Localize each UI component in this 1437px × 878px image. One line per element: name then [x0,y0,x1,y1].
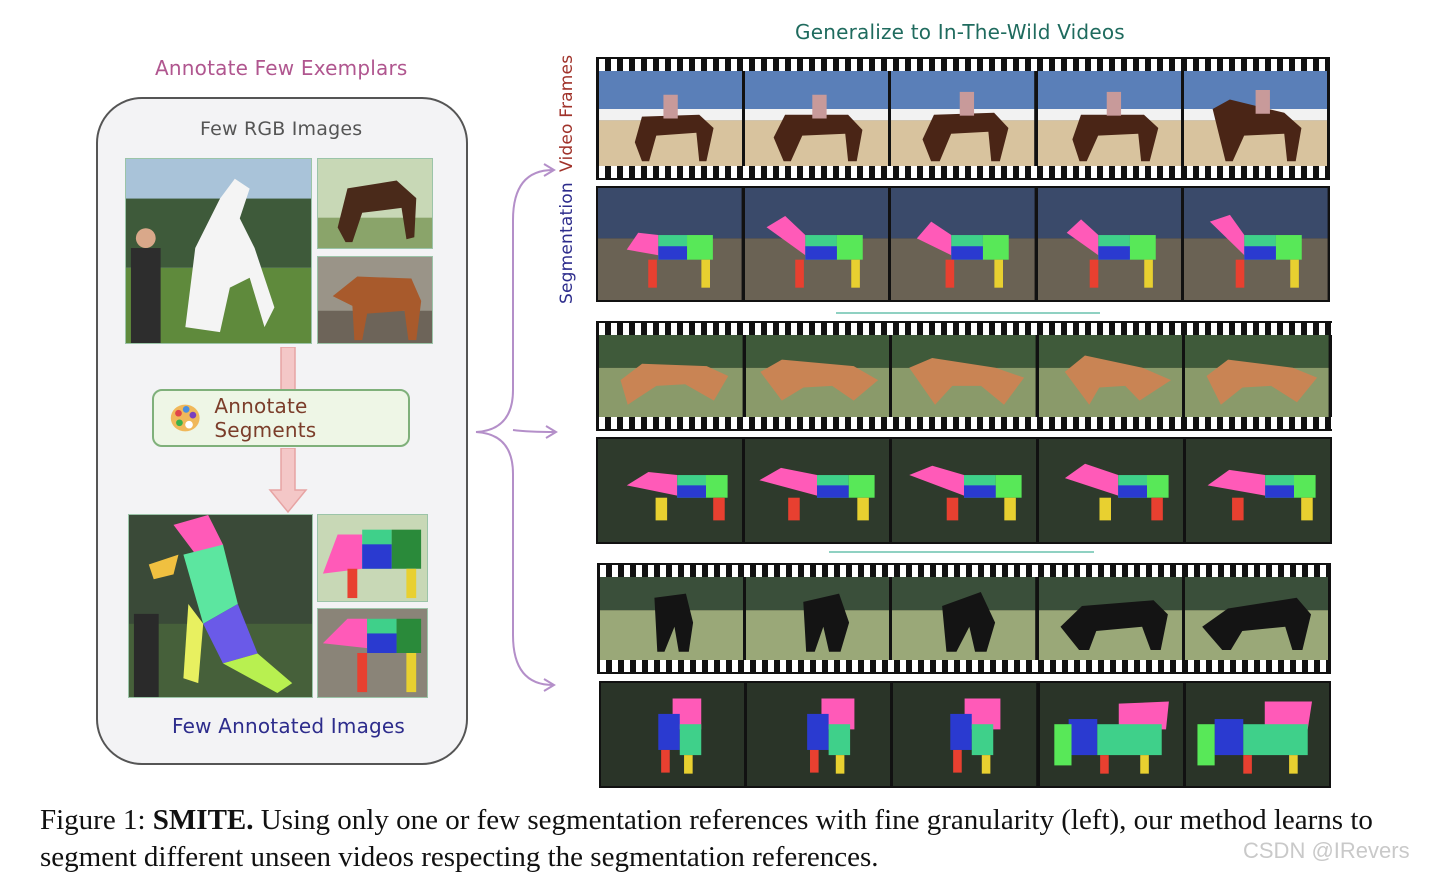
left-panel-title: Annotate Few Exemplars [155,56,408,80]
video2-frame-strip [596,321,1332,431]
rgb-images-label: Few RGB Images [200,118,363,140]
watermark: CSDN @IRevers [1243,838,1410,863]
annotated-image-rearing-horse [128,514,313,698]
video1-segmentation-strip [596,186,1330,302]
down-arrow-icon [280,347,296,391]
video3-segmentation-frame [1039,683,1183,786]
video3-frame [600,577,744,660]
video2-segmentation-strip [596,437,1332,544]
video3-segmentation-frame [1185,683,1330,786]
video2-segmentation-frame [892,439,1036,542]
video3-segmentation-frame [747,683,891,786]
curly-brace-icon [475,163,558,692]
rgb-image-chestnut-horse [317,256,433,344]
annotated-images-label: Few Annotated Images [172,714,406,738]
video1-segmentation-frame [891,188,1035,300]
video3-frame [1184,577,1329,660]
video2-frame [1038,335,1183,417]
annotate-segments-label: Annotate Segments [214,394,317,442]
rgb-image-grazing-horse [317,158,433,249]
caption-bold: SMITE. [152,804,254,836]
segmentation-label: Segmentation [557,182,577,304]
video1-segmentation-frame [1037,188,1182,300]
video2-frame [1185,335,1329,417]
video2-frame [599,335,743,417]
video3-frame [746,577,890,660]
video2-segmentation-frame [1186,439,1330,542]
video2-segmentation-frame [598,439,742,542]
video1-frame [1183,71,1328,166]
video3-frame [1038,577,1182,660]
video2-segmentation-frame [1039,439,1183,542]
down-arrow-icon [268,448,308,514]
right-panel-title: Generalize to In-The-Wild Videos [795,20,1125,44]
palette-icon [170,404,200,432]
annotate-segments-button: Annotate Segments [152,389,410,447]
annotated-image-chestnut-horse [317,608,428,698]
video3-frame [892,577,1036,660]
caption-text: Using only one or few segmentation refer… [40,804,1373,873]
video1-frame [599,71,743,166]
video1-frame [745,71,889,166]
annotated-image-grazing-horse [317,514,428,602]
video2-frame [892,335,1036,417]
video1-segmentation-frame [598,188,742,300]
video3-segmentation-strip [599,681,1331,788]
rgb-image-rearing-horse [125,158,312,344]
video2-frame [745,335,890,417]
video1-segmentation-frame [744,188,889,300]
video1-segmentation-frame [1184,188,1328,300]
video-frames-label-container: Video Frames [557,55,587,172]
video-separator [836,312,1100,314]
segmentation-label-container: Segmentation [557,182,587,304]
video-separator [829,551,1094,553]
video3-segmentation-frame [601,683,745,786]
video3-segmentation-frame [893,683,1037,786]
video-frames-label: Video Frames [557,54,577,172]
video3-frame-strip [597,563,1331,674]
video1-frame [891,71,1035,166]
caption-prefix: Figure 1: [40,804,153,836]
figure-caption: Figure 1: SMITE. Using only one or few s… [40,802,1420,876]
video1-frame [1037,71,1181,166]
video1-frame-strip [596,57,1330,180]
video2-segmentation-frame [745,439,889,542]
